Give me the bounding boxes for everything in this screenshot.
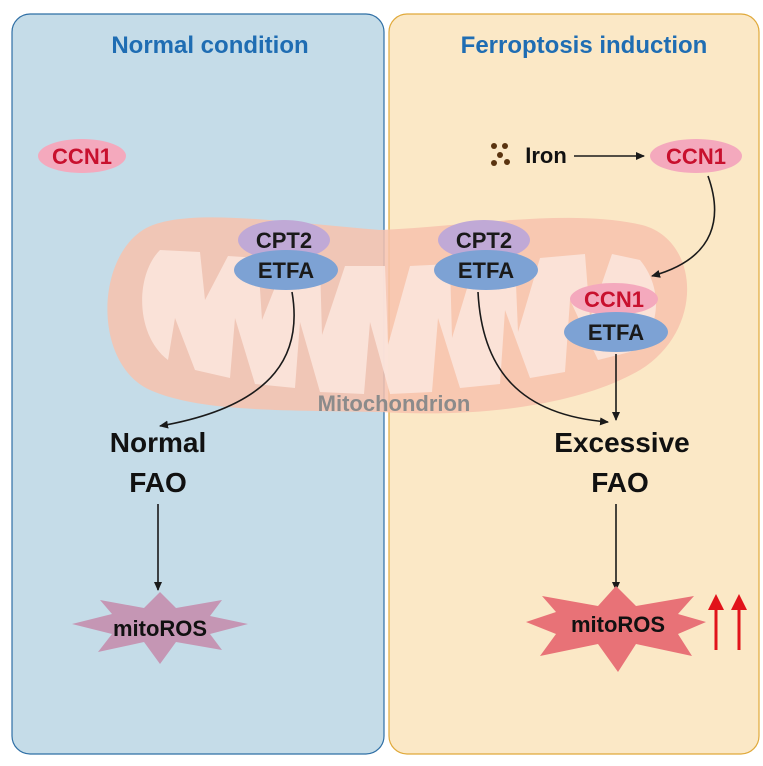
ccn1-left-node: CCN1 [38, 139, 126, 173]
ccn1-right-top-node: CCN1 [650, 139, 742, 173]
cpt2-etfa-right-complex: CPT2 ETFA [434, 220, 538, 290]
ccn1-right-top-label: CCN1 [666, 144, 726, 169]
arrow-etfa-right-to-excessive-fao [477, 291, 609, 426]
right-panel-title: Ferroptosis induction [461, 32, 708, 59]
cpt2-left-label: CPT2 [256, 228, 312, 253]
double-up-arrow-icon [708, 594, 747, 650]
ccn1-etfa-complex: CCN1 ETFA [564, 283, 668, 352]
left-panel-title: Normal condition [111, 32, 308, 59]
normal-fao-line2: FAO [129, 467, 187, 498]
iron-label: Iron [525, 143, 567, 168]
iron-dots-icon [491, 143, 510, 166]
normal-fao-line1: Normal [110, 427, 206, 458]
arrow-etfa-to-normal-fao [159, 291, 295, 429]
excessive-fao-line1: Excessive [554, 427, 689, 458]
mitochondrion-label: Mitochondrion [318, 391, 471, 416]
etfa-left-label: ETFA [258, 258, 314, 283]
etfa-right-label: ETFA [458, 258, 514, 283]
etfa-complex-label: ETFA [588, 320, 644, 345]
cpt2-right-label: CPT2 [456, 228, 512, 253]
ccn1-complex-label: CCN1 [584, 287, 644, 312]
mitoros-left-label: mitoROS [113, 616, 207, 641]
mitoros-right-label: mitoROS [571, 612, 665, 637]
arrow-ccn1-to-complex [651, 175, 716, 278]
ccn1-left-label: CCN1 [52, 144, 112, 169]
mitoros-right-burst: mitoROS [526, 586, 706, 672]
mitoros-left-burst: mitoROS [72, 592, 248, 664]
cpt2-etfa-left-complex: CPT2 ETFA [234, 220, 338, 290]
excessive-fao-line2: FAO [591, 467, 649, 498]
